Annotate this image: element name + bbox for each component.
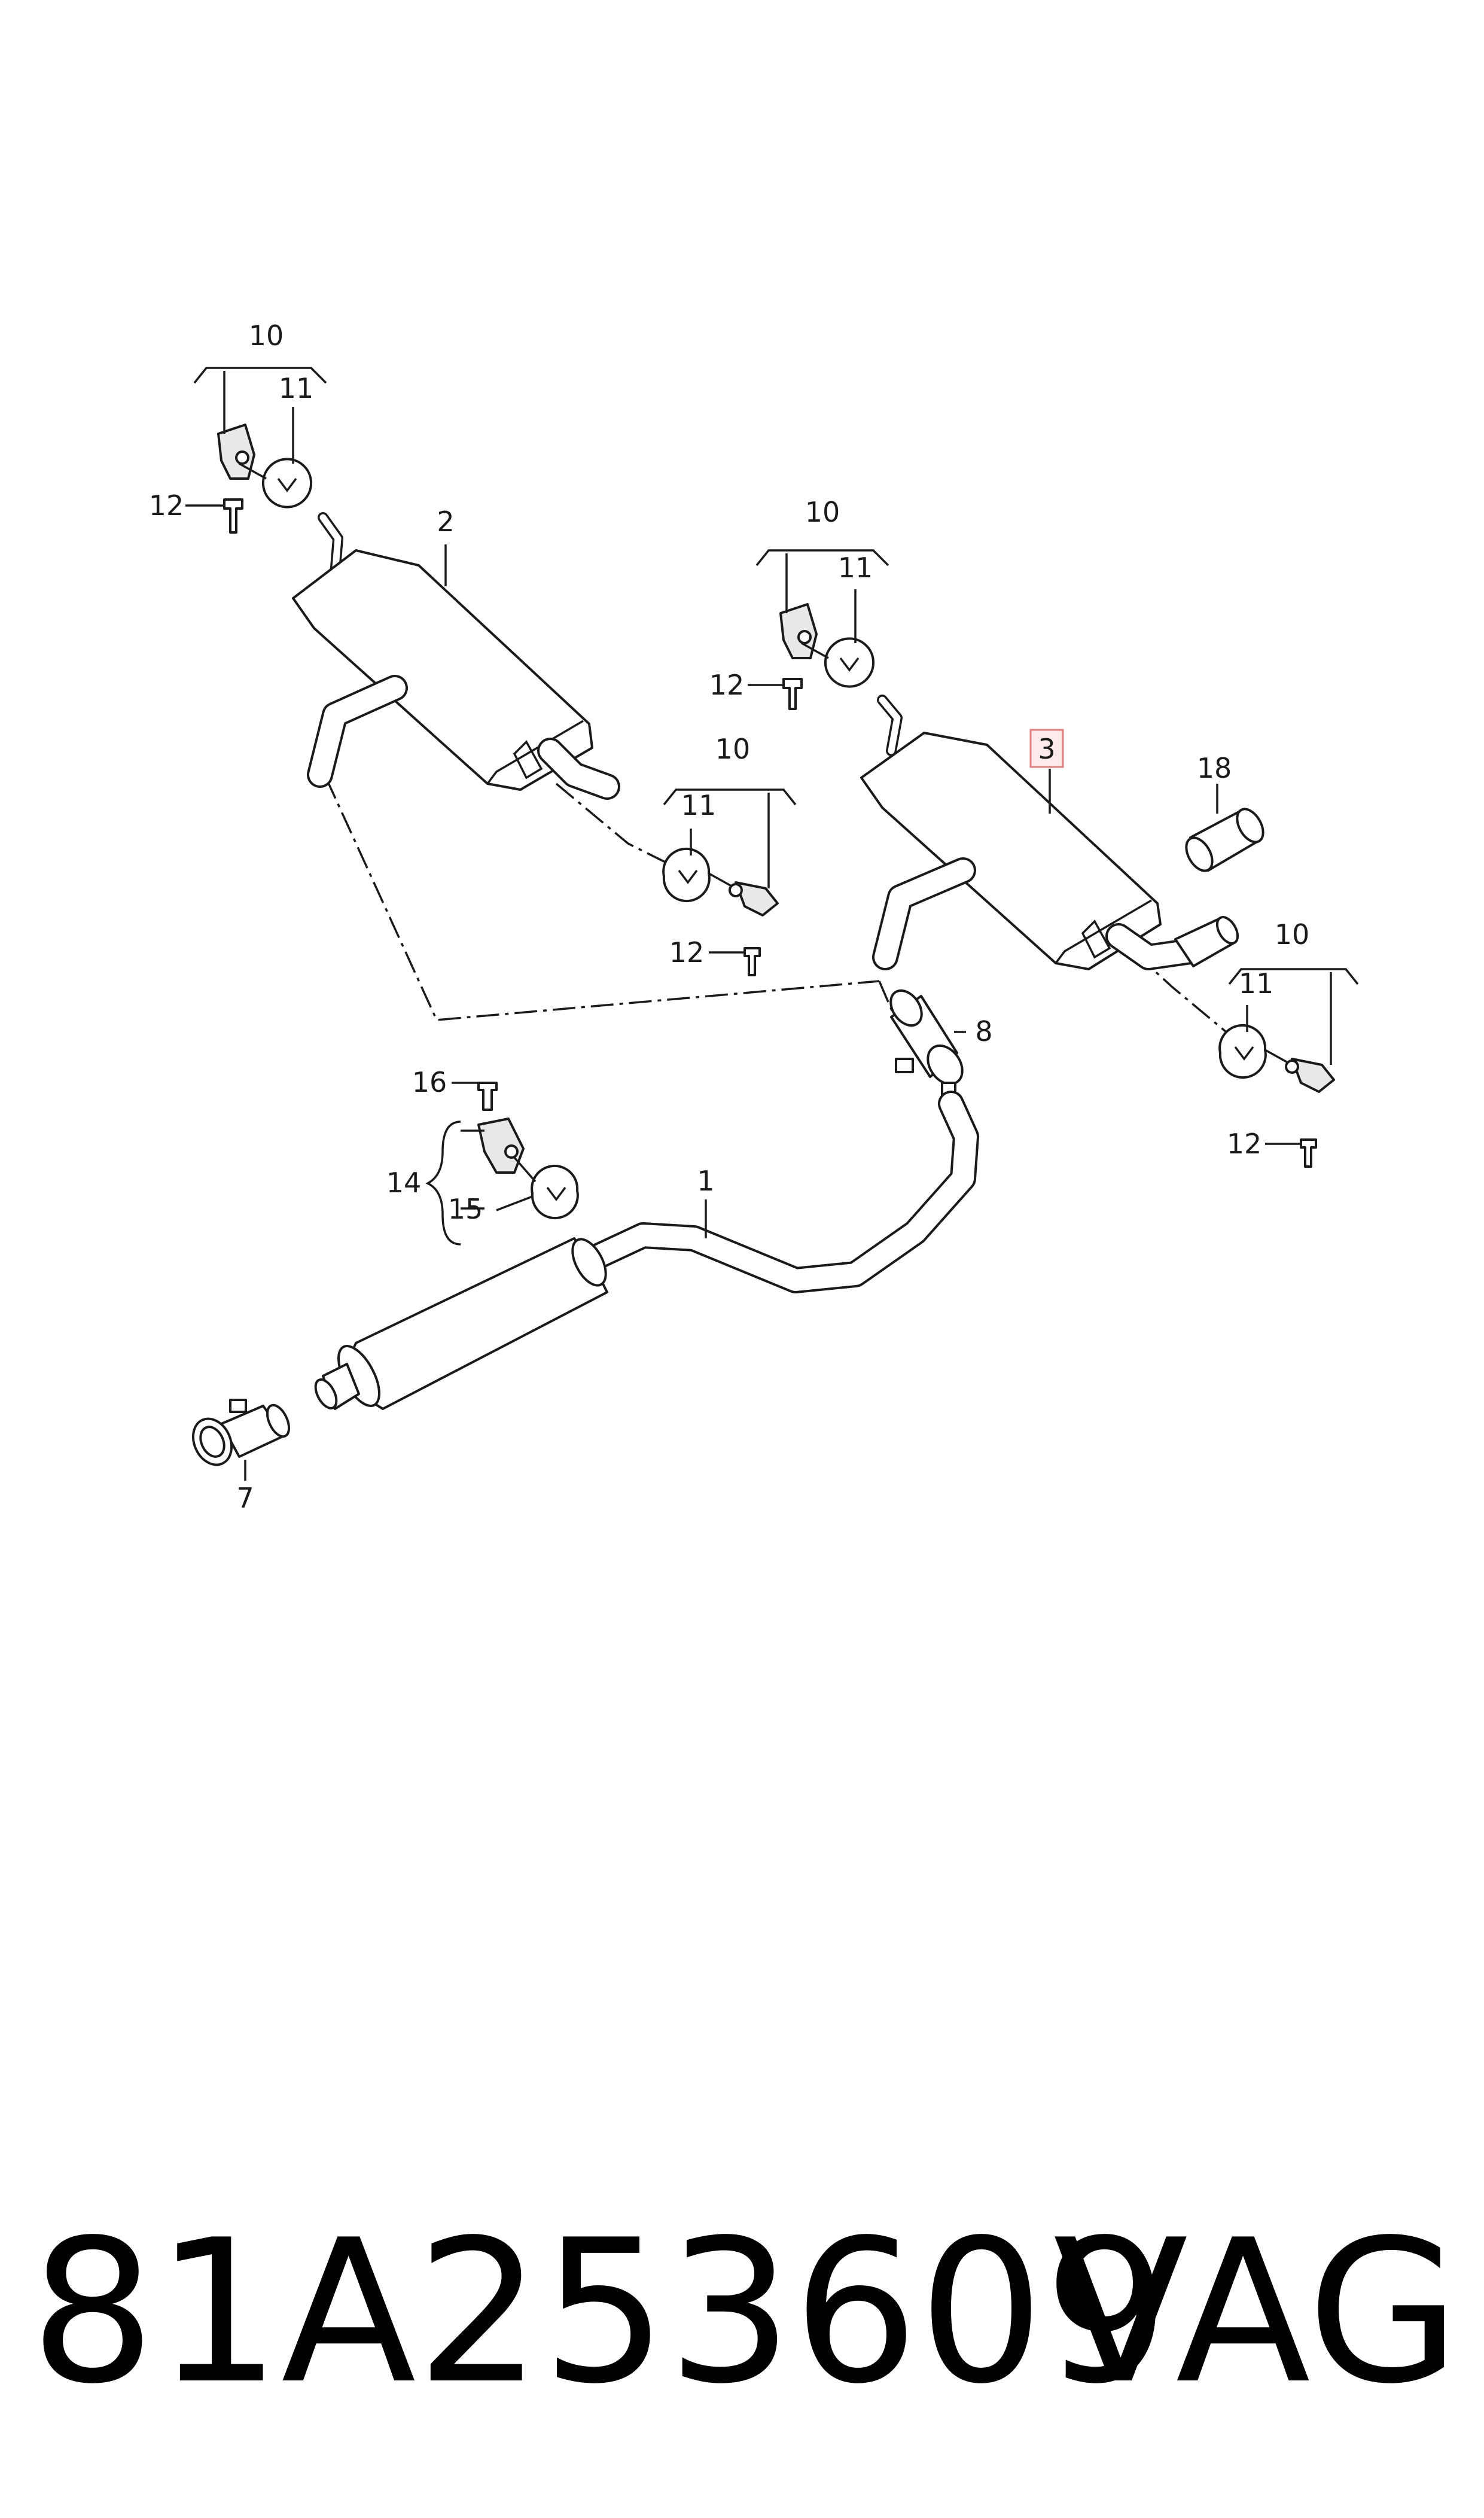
right-rear-silencer bbox=[860, 695, 1239, 970]
clamp-8 bbox=[889, 989, 964, 1100]
callout-1: 1 bbox=[697, 1165, 714, 1197]
leader-lines bbox=[185, 367, 1359, 1481]
callout-2: 2 bbox=[437, 506, 454, 538]
callout-labels: 10 11 12 2 10 11 12 3 10 11 12 18 10 11 … bbox=[149, 319, 1310, 1514]
tailpipe-trim bbox=[1185, 808, 1264, 872]
callout-18: 18 bbox=[1197, 752, 1232, 784]
left-rear-silencer bbox=[292, 512, 620, 800]
callout-11: 11 bbox=[681, 789, 717, 821]
callout-12: 12 bbox=[1227, 1128, 1262, 1160]
callout-10: 10 bbox=[805, 496, 840, 528]
callout-3-highlight-box bbox=[1029, 729, 1064, 768]
callout-3: 3 bbox=[1038, 733, 1055, 765]
clamp-7 bbox=[191, 1399, 291, 1466]
brand-name: VAG bbox=[1053, 2197, 1460, 2427]
hanger-mid-left bbox=[662, 847, 779, 976]
callout-7: 7 bbox=[236, 1482, 254, 1514]
callout-11: 11 bbox=[1239, 967, 1274, 1000]
hanger-top-left bbox=[217, 424, 313, 534]
hanger-top-right bbox=[779, 603, 875, 710]
callout-16: 16 bbox=[412, 1066, 447, 1098]
part-number: 81A253609 bbox=[30, 2197, 1170, 2427]
hanger-bottom-right bbox=[1218, 1024, 1335, 1168]
callout-11: 11 bbox=[279, 372, 314, 404]
hanger-front-silencer bbox=[477, 1082, 579, 1220]
footer: 81A253609 VAG bbox=[0, 2213, 1484, 2453]
callout-11: 11 bbox=[838, 552, 873, 584]
callout-15: 15 bbox=[448, 1193, 483, 1225]
callout-12: 12 bbox=[709, 669, 745, 701]
front-silencer bbox=[314, 1091, 979, 1410]
callout-8: 8 bbox=[975, 1015, 992, 1048]
callout-10: 10 bbox=[1275, 918, 1310, 951]
callout-12: 12 bbox=[669, 936, 705, 969]
callout-10: 10 bbox=[249, 319, 284, 352]
callout-14: 14 bbox=[386, 1167, 422, 1199]
callout-10: 10 bbox=[715, 733, 751, 765]
callout-12: 12 bbox=[149, 489, 184, 522]
